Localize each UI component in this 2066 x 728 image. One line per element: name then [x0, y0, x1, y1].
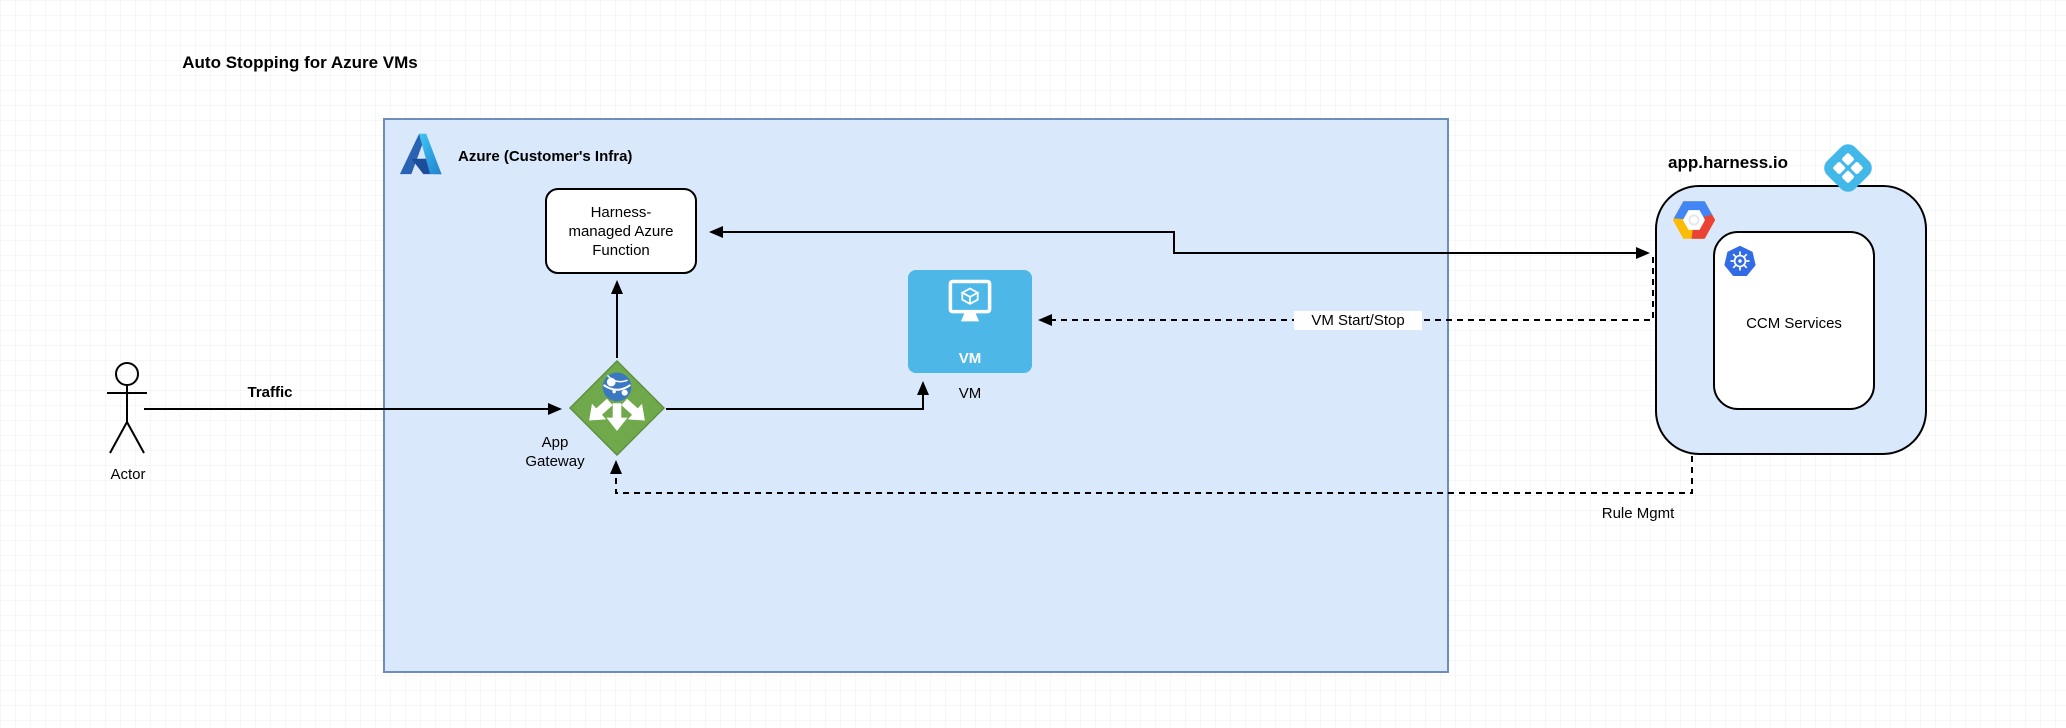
- traffic-edge-label: Traffic: [247, 384, 293, 401]
- diagram-title: Auto Stopping for Azure VMs: [182, 53, 418, 72]
- vm-start-stop-edge-label: VM Start/Stop: [1294, 311, 1422, 330]
- app-gateway-icon: [569, 360, 665, 456]
- azure-function-label: Harness-managed Azure Function: [568, 203, 674, 259]
- ccm-services-label: CCM Services: [1746, 315, 1842, 332]
- rule-mgmt-edge-label: Rule Mgmt: [1601, 505, 1675, 522]
- app-gateway-label: App Gateway: [525, 434, 585, 470]
- vm-icon: VM: [908, 270, 1032, 373]
- kubernetes-icon: [1724, 245, 1756, 276]
- edge-gateway-vm: [666, 381, 929, 410]
- harness-logo-icon: [1824, 144, 1872, 192]
- edge-function-harness: [709, 226, 1650, 259]
- edge-rule-mgmt: [610, 456, 1693, 494]
- azure-group-label: Azure (Customer's Infra): [458, 148, 633, 165]
- vm-label: VM: [958, 385, 982, 402]
- vm-monitor-icon: [948, 279, 992, 322]
- azure-logo-icon: [399, 133, 442, 175]
- vm-inner-label: VM: [958, 350, 982, 367]
- harness-group-label: app.harness.io: [1668, 153, 1788, 172]
- actor-figure-icon: [107, 362, 147, 454]
- node-azure-function: Harness-managed Azure Function: [545, 188, 697, 274]
- gcp-logo-icon: [1672, 201, 1716, 239]
- actor-label: Actor: [110, 466, 146, 483]
